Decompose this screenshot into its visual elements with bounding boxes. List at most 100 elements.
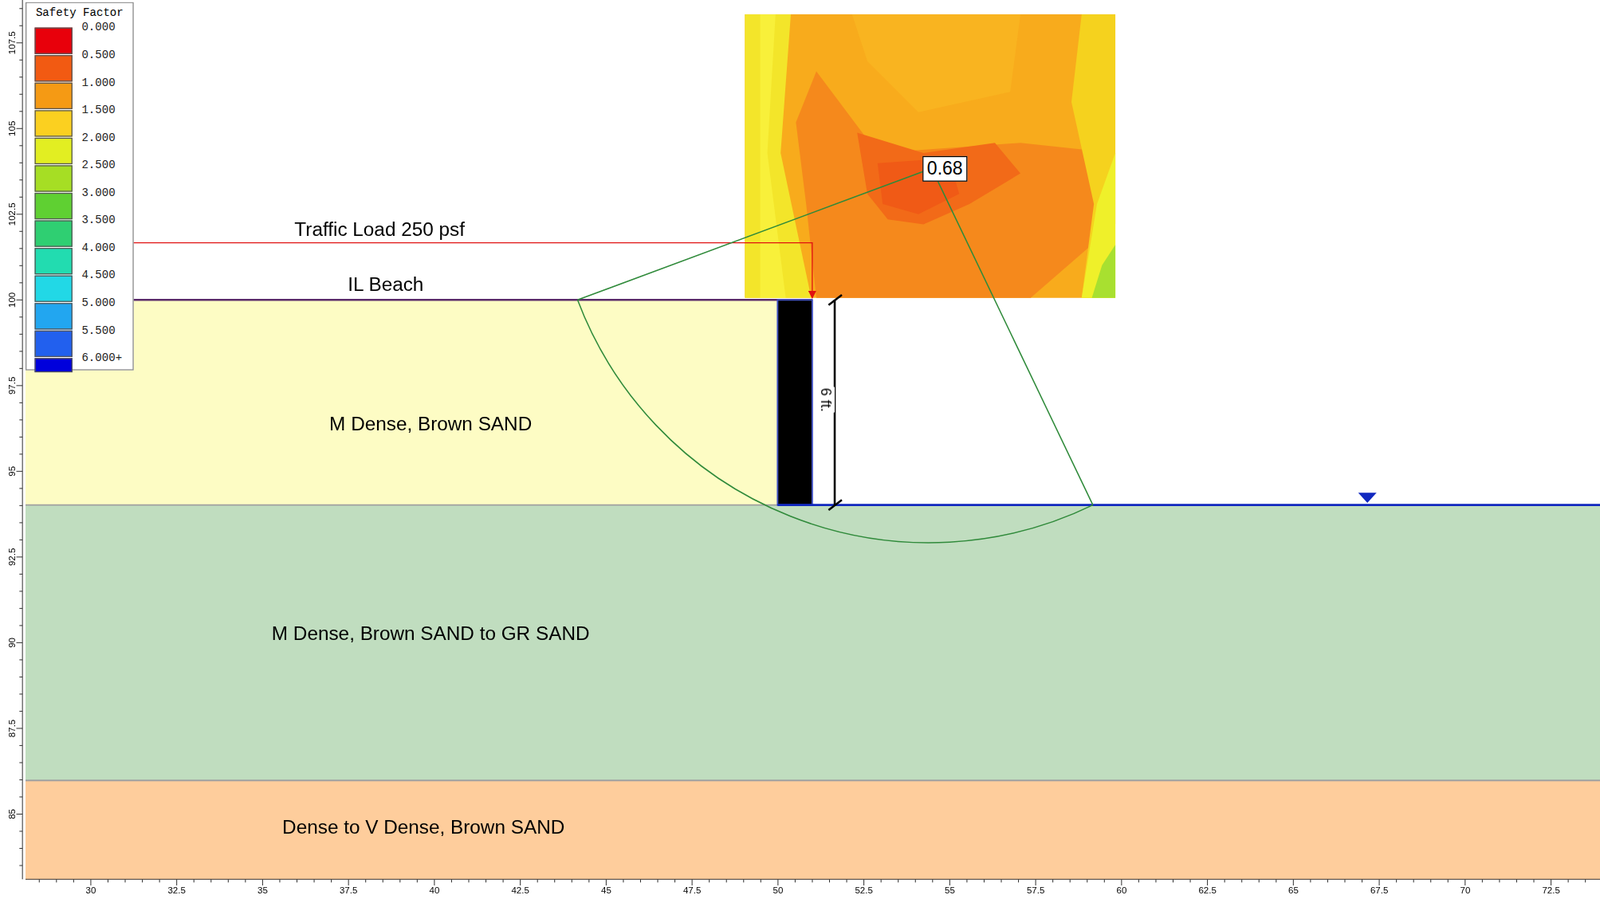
axis-tick bbox=[1138, 879, 1140, 883]
layer-name: M Dense, Brown SAND bbox=[329, 412, 532, 436]
axis-tick bbox=[19, 573, 23, 575]
axis-value: 102.5 bbox=[7, 202, 18, 226]
axis-tick bbox=[210, 879, 212, 883]
axis-tick bbox=[1241, 879, 1243, 883]
axis-tick bbox=[691, 879, 693, 886]
legend-value: 0.000 bbox=[81, 21, 115, 34]
axis-tick bbox=[19, 368, 23, 370]
axis-tick bbox=[880, 879, 882, 883]
axis-value: 55 bbox=[944, 885, 956, 897]
axis-tick bbox=[931, 879, 933, 883]
axis-tick bbox=[73, 879, 75, 883]
axis-tick bbox=[1293, 879, 1294, 886]
axis-tick bbox=[19, 505, 23, 507]
axis-value: 62.5 bbox=[1198, 885, 1216, 897]
axis-tick bbox=[1379, 879, 1380, 886]
axis-value: 32.5 bbox=[167, 885, 185, 897]
soil-layer: M Dense, Brown SAND to GR SAND bbox=[25, 505, 1600, 782]
legend-box: 0.0000.5001.0001.5002.0002.5003.0003.500… bbox=[25, 2, 134, 371]
axis-tick bbox=[19, 162, 23, 164]
axis-tick bbox=[588, 879, 590, 883]
axis-value: 97.5 bbox=[7, 377, 18, 395]
axis-tick bbox=[19, 453, 23, 455]
legend-value: 1.000 bbox=[81, 76, 115, 89]
axis-tick bbox=[966, 879, 968, 883]
axis-tick bbox=[1224, 879, 1226, 883]
axis-value: 67.5 bbox=[1370, 885, 1388, 897]
axis-tick bbox=[365, 879, 366, 883]
axis-tick bbox=[228, 879, 229, 883]
axis-tick bbox=[915, 879, 916, 883]
axis-tick bbox=[640, 879, 641, 883]
legend-swatch bbox=[35, 137, 73, 165]
axis-value: 72.5 bbox=[1541, 885, 1560, 897]
axis-tick bbox=[1361, 879, 1363, 883]
axis-value: 47.5 bbox=[683, 885, 701, 897]
axis-tick bbox=[1120, 879, 1122, 886]
legend-swatch bbox=[35, 192, 73, 220]
axis-value: 95 bbox=[7, 466, 18, 477]
axis-tick bbox=[726, 879, 728, 883]
axis-tick bbox=[19, 110, 23, 112]
axis-tick bbox=[296, 879, 298, 883]
axis-tick bbox=[348, 879, 350, 886]
dimension-label: 6 ft. bbox=[818, 387, 835, 413]
axis-tick bbox=[19, 659, 23, 661]
axis-tick bbox=[19, 7, 23, 9]
axis-tick bbox=[39, 879, 40, 883]
axis-tick bbox=[19, 711, 23, 712]
axis-tick bbox=[279, 879, 280, 883]
axis-value: 85 bbox=[7, 809, 18, 820]
axis-tick bbox=[107, 879, 109, 883]
axis-value: 50 bbox=[773, 885, 784, 897]
axis-value: 60 bbox=[1116, 885, 1128, 897]
axis-tick bbox=[485, 879, 487, 883]
legend-value: 1.500 bbox=[81, 104, 115, 117]
axis-tick bbox=[657, 879, 659, 883]
axis-tick bbox=[1447, 879, 1449, 883]
axis-tick bbox=[19, 419, 23, 421]
axis-tick bbox=[19, 848, 23, 850]
axis-tick bbox=[1172, 879, 1174, 883]
axis-tick bbox=[1498, 879, 1500, 883]
axis-tick bbox=[19, 196, 23, 198]
legend-swatch bbox=[35, 330, 73, 358]
axis-value: 65 bbox=[1288, 885, 1299, 897]
legend-swatch bbox=[35, 82, 73, 110]
axis-tick bbox=[503, 879, 504, 883]
axis-tick bbox=[244, 879, 246, 883]
axis-tick bbox=[19, 625, 23, 626]
axis-tick bbox=[19, 676, 23, 678]
axis-tick bbox=[25, 879, 1600, 881]
axis-value: 90 bbox=[7, 637, 18, 649]
axis-tick bbox=[159, 879, 161, 883]
axis-tick bbox=[1052, 879, 1054, 883]
axis-tick bbox=[1086, 879, 1088, 883]
axis-tick bbox=[554, 879, 555, 883]
axis-tick bbox=[19, 316, 23, 318]
axis-value: 42.5 bbox=[511, 885, 529, 897]
axis-tick bbox=[1258, 879, 1260, 883]
axis-tick bbox=[949, 879, 951, 886]
axis-tick bbox=[19, 693, 23, 695]
legend-value: 5.000 bbox=[81, 296, 115, 309]
legend-value: 2.000 bbox=[81, 131, 115, 144]
axis-tick bbox=[451, 879, 453, 883]
axis-tick bbox=[829, 879, 830, 883]
legend-swatch bbox=[35, 302, 73, 330]
axis-tick bbox=[19, 590, 23, 592]
axis-tick bbox=[1516, 879, 1518, 883]
legend-swatch bbox=[35, 247, 73, 275]
legend-swatch bbox=[35, 110, 73, 137]
axis-tick bbox=[571, 879, 573, 883]
legend-title: Safety Factor bbox=[35, 7, 124, 20]
legend-swatch bbox=[35, 220, 73, 247]
axis-tick bbox=[777, 879, 779, 886]
axis-tick bbox=[19, 76, 23, 78]
axis-tick bbox=[19, 745, 23, 747]
axis-tick bbox=[674, 879, 676, 883]
axis-tick bbox=[19, 179, 23, 181]
axis-value: 107.5 bbox=[7, 31, 18, 55]
axis-tick bbox=[811, 879, 813, 883]
axis-tick bbox=[1395, 879, 1397, 883]
